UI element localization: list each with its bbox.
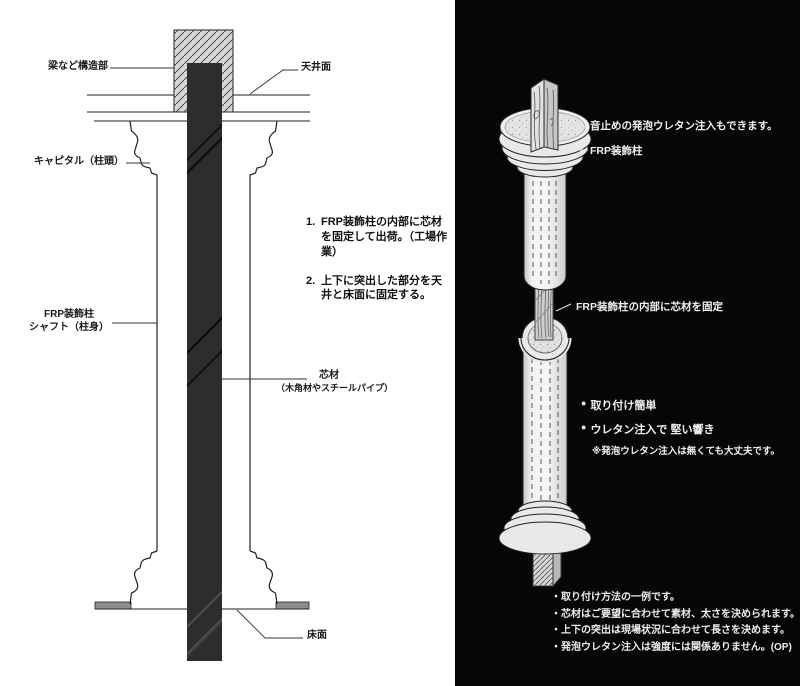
opening-front-rim: [518, 337, 572, 363]
instruction-item: 2. 上下に突出した部分を天井と床面に固定する。: [306, 274, 452, 304]
base-molding: [498, 500, 592, 555]
leader-lines-left: [110, 67, 307, 639]
label-floor: 床面: [307, 630, 327, 641]
capital-profile-left: [129, 120, 158, 176]
instruction-number: 2.: [306, 274, 316, 287]
label-core-material: 芯材 （木角材やスチールパイプ）: [276, 370, 394, 394]
label-shaft: FRP装飾柱 シャフト（柱身）: [26, 309, 112, 334]
lower-shaft: [522, 339, 568, 517]
right-illustration-svg: [498, 78, 592, 588]
upper-shaft: [523, 167, 567, 291]
note-item: ・発泡ウレタン注入は強度には関係ありません。(OP): [551, 641, 792, 653]
leader-lines-right: [555, 121, 588, 312]
feature-note: ※発泡ウレタン注入は無くても大丈夫です。: [592, 446, 781, 457]
left-diagram-svg: [87, 29, 310, 661]
feature-list: ● 取り付け簡単 ● ウレタン注入で 堅い響き ※発泡ウレタン注入は無くても大丈…: [581, 397, 780, 457]
label-beam: 梁など構造部: [48, 61, 108, 72]
right-illustration-panel: [455, 0, 800, 686]
label-urethane-option: 音止めの発泡ウレタン注入もできます。: [590, 120, 778, 132]
bullet-icon: ●: [581, 422, 587, 432]
instruction-number: 1.: [306, 216, 316, 228]
installation-instructions: 1. FRP装飾柱の内部に芯材を固定して出荷。（工場作業） 2. 上下に突出した…: [306, 215, 452, 317]
label-core-line2: （木角材やスチールパイプ）: [276, 382, 394, 393]
label-core-line1: 芯材: [319, 370, 339, 381]
label-core-fixed: FRP装飾柱の内部に芯材を固定: [576, 301, 723, 313]
label-shaft-line1: FRP装飾柱: [44, 309, 94, 320]
core-column: [187, 63, 222, 661]
capital-profile-right: [249, 120, 278, 176]
feature-item: ● 取り付け簡単: [581, 397, 780, 413]
note-item: ・上下の突出は現場状況に合わせて長さを決めます。: [551, 625, 790, 636]
top-core-post: [529, 78, 560, 153]
instruction-text: 上下に突出した部分を天井と床面に固定する。: [321, 274, 442, 302]
instruction-item: 1. FRP装飾柱の内部に芯材を固定して出荷。（工場作業）: [306, 215, 452, 260]
instruction-text: FRP装飾柱の内部に芯材を固定して出荷。（工場作業）: [321, 216, 448, 258]
feature-text: 取り付け簡単: [590, 400, 657, 412]
base-profile-left: [129, 550, 158, 605]
label-frp-column: FRP装飾柱: [590, 145, 643, 157]
bullet-icon: ●: [581, 398, 587, 408]
feature-text: ウレタン注入で 堅い響き: [590, 424, 715, 436]
label-ceiling: 天井面: [301, 62, 331, 73]
base-profile-right: [249, 550, 278, 605]
label-shaft-line2: シャフト（柱身）: [29, 321, 109, 333]
note-item: ・取り付け方法の一例です。: [551, 592, 680, 603]
note-item: ・芯材はご要望に合わせて素材、太さを決められます。: [551, 608, 800, 620]
label-capital: キャピタル（柱頭）: [34, 156, 124, 167]
notes-list: ・取り付け方法の一例です。 ・芯材はご要望に合わせて素材、太さを決められます。 …: [551, 590, 800, 656]
column-outline: [129, 120, 278, 605]
feature-item: ● ウレタン注入で 堅い響き: [581, 421, 780, 437]
left-diagram-panel: 梁など構造部 天井面 キャピタル（柱頭） FRP装飾柱 シャフト（柱身） 芯材 …: [26, 29, 452, 661]
exposed-core: [534, 273, 554, 341]
